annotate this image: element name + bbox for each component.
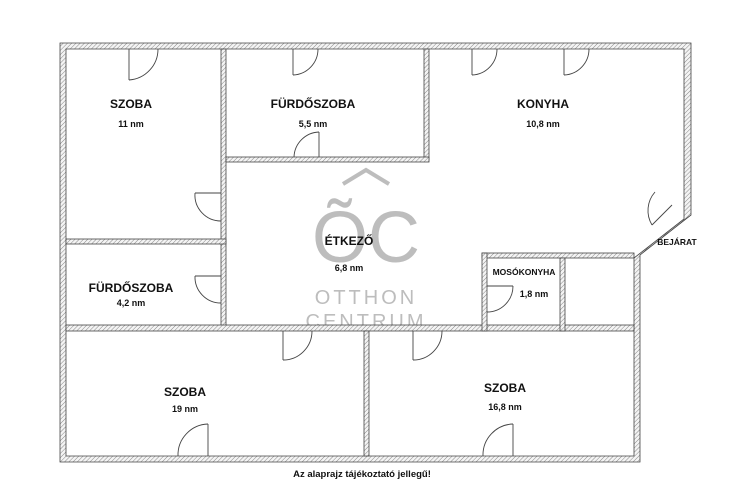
room-area: 4,2 nm bbox=[117, 298, 146, 308]
room-area: 16,8 nm bbox=[488, 402, 522, 412]
door-szoba19-bottom bbox=[177, 423, 209, 457]
door-konyha-1 bbox=[471, 48, 498, 76]
room-name: FÜRDŐSZOBA bbox=[271, 96, 356, 111]
door-moso bbox=[486, 285, 514, 313]
door-szoba-side bbox=[194, 192, 222, 222]
room-etkezo: ÉTKEZŐ 6,8 nm bbox=[325, 233, 374, 273]
wall-furdo-konyha bbox=[423, 48, 430, 161]
door-szoba168-top bbox=[412, 330, 443, 361]
wall-moso-right bbox=[559, 257, 566, 332]
room-name: SZOBA bbox=[484, 381, 526, 395]
room-szoba-168: SZOBA 16,8 nm bbox=[484, 381, 526, 412]
wall-szoba-furdo2 bbox=[65, 238, 227, 245]
wall-szoba-szoba bbox=[363, 330, 370, 457]
watermark: ÕC OTTHON CENTRUM bbox=[306, 167, 424, 333]
room-name: ÉTKEZŐ bbox=[325, 233, 374, 248]
room-furdoszoba-42: FÜRDŐSZOBA 4,2 nm bbox=[89, 280, 174, 308]
room-szoba-11: SZOBA 11 nm bbox=[110, 97, 152, 129]
door-konyha-2 bbox=[563, 48, 590, 76]
room-area: 11 nm bbox=[118, 119, 144, 129]
room-area: 6,8 nm bbox=[335, 263, 364, 273]
room-name: SZOBA bbox=[164, 385, 206, 399]
wall-furdo-etkezo bbox=[225, 156, 430, 163]
wall-szoba-furdo bbox=[220, 48, 227, 329]
room-konyha: KONYHA 10,8 nm bbox=[517, 97, 569, 129]
room-furdoszoba-55: FÜRDŐSZOBA 5,5 nm bbox=[271, 96, 356, 129]
door-szoba168-bottom bbox=[482, 423, 514, 457]
watermark-roof-icon bbox=[341, 167, 391, 186]
interior-walls bbox=[65, 48, 635, 457]
room-name: FÜRDŐSZOBA bbox=[89, 280, 174, 295]
room-area: 5,5 nm bbox=[299, 119, 328, 129]
door-szoba19-top bbox=[282, 330, 313, 361]
door-furdo-bottom bbox=[293, 131, 320, 158]
wall-middle bbox=[65, 324, 635, 332]
door-szoba-top bbox=[128, 48, 159, 81]
room-area: 19 nm bbox=[172, 404, 198, 414]
room-area: 1,8 nm bbox=[520, 289, 549, 299]
room-name: KONYHA bbox=[517, 97, 569, 111]
room-area: 10,8 nm bbox=[526, 119, 560, 129]
room-name: SZOBA bbox=[110, 97, 152, 111]
door-furdo2-side bbox=[194, 275, 222, 304]
wall-moso-top bbox=[481, 252, 635, 259]
room-name: MOSÓKONYHA bbox=[493, 266, 556, 277]
footer-note: Az alaprajz tájékoztató jellegű! bbox=[293, 469, 431, 480]
doors bbox=[128, 48, 673, 457]
door-furdo-top bbox=[292, 48, 319, 76]
door-entrance bbox=[647, 191, 673, 226]
wall-moso-left bbox=[481, 252, 488, 332]
room-szoba-19: SZOBA 19 nm bbox=[164, 385, 206, 414]
watermark-logo: ÕC bbox=[312, 198, 420, 278]
room-mosokonyha: MOSÓKONYHA 1,8 nm bbox=[493, 266, 556, 299]
entrance-label: BEJÁRAT bbox=[657, 237, 697, 247]
watermark-line1: OTTHON bbox=[315, 287, 417, 309]
